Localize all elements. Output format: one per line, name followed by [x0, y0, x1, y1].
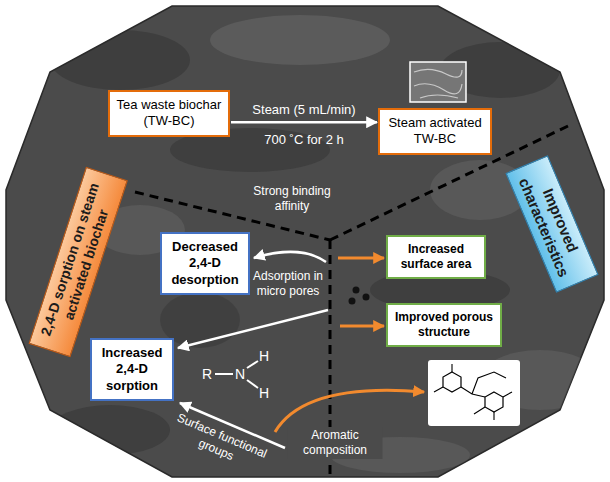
chemical-symbol: H [254, 386, 274, 401]
ridge [210, 15, 390, 65]
effect-box: Increased 2,4-D sorption [90, 338, 174, 401]
sem-thumbnail-texture [414, 69, 462, 98]
node-text: Increased surface area [394, 242, 478, 272]
effect-arrow [340, 325, 384, 328]
mechanism-label: Adsorption in micro pores [248, 269, 328, 299]
chemical-symbol: N [230, 367, 250, 382]
chemical-symbol: R [197, 367, 217, 382]
effect-arrow [275, 390, 424, 432]
node-text: Increased 2,4-D sorption [98, 345, 166, 394]
mechanism-arrow [178, 310, 328, 348]
pore [50, 30, 190, 90]
adsorbate-dot [363, 294, 370, 301]
material-box: Steam activated TW-BC [378, 108, 492, 155]
chemical-symbol: H [254, 349, 274, 364]
node-text: Improved porous structure [394, 310, 494, 340]
mechanism-label: Surface functional groups [163, 408, 276, 479]
molecule-ground [428, 360, 520, 426]
process-arrow [231, 121, 377, 124]
property-box: Improved porous structure [386, 303, 502, 347]
node-text: Decreased 2,4-D desorption [168, 239, 242, 288]
aromatic-ring [485, 392, 503, 412]
material-box: Tea waste biochar (TW-BC) [108, 90, 230, 137]
mechanism-label: Strong binding affinity [247, 184, 337, 214]
process-condition: 700 ˚C for 2 h [239, 132, 369, 147]
chemical-bond [215, 373, 233, 375]
node-text: Steam activated TW-BC [386, 115, 484, 148]
section-band: Improved characteristics [505, 155, 598, 293]
sem-thumbnail-frame [410, 62, 466, 102]
mechanism-label: Aromatic composition [288, 427, 383, 459]
molecule-structure [428, 360, 520, 426]
node-text: Improved characteristics [514, 165, 591, 282]
node-text: Tea waste biochar (TW-BC) [116, 97, 222, 130]
sem-ground [6, 6, 604, 477]
mechanism-arrow [254, 252, 326, 262]
chemical-bond [247, 380, 258, 388]
pore [50, 405, 170, 455]
effect-arrow [338, 257, 384, 260]
adsorbate-dot [349, 298, 356, 305]
chemical-bond [247, 361, 258, 368]
sem-texture [50, 15, 600, 473]
molecule-bonds [434, 364, 512, 420]
adsorbate-dot [353, 287, 360, 294]
section-band: 2,4-D sorption on steam activated biocha… [29, 167, 128, 357]
edge-label: Steam (5 mL/min) [252, 102, 355, 118]
aromatic-ring [443, 372, 461, 392]
effect-box: Decreased 2,4-D desorption [160, 232, 250, 295]
node-text: 2,4-D sorption on steam activated biocha… [36, 177, 120, 347]
sem-thumbnail [410, 62, 466, 102]
property-box: Increased surface area [386, 235, 486, 279]
